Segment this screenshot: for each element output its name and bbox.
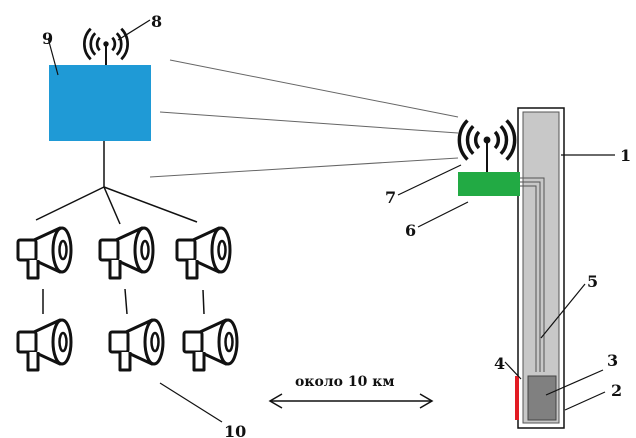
label-1: 1 xyxy=(620,146,631,165)
label-6: 6 xyxy=(405,221,416,240)
megaphone-icon xyxy=(175,226,232,280)
speaker-wiring xyxy=(35,141,205,315)
level-marker xyxy=(515,376,519,420)
label-7: 7 xyxy=(385,188,396,207)
control-unit-box xyxy=(49,65,151,141)
transmitter-box xyxy=(458,172,520,196)
distance-caption: около 10 км xyxy=(295,374,395,390)
megaphone-icon xyxy=(16,318,73,372)
label-3: 3 xyxy=(607,351,618,370)
megaphone-icon xyxy=(182,318,239,372)
label-10: 10 xyxy=(224,422,246,438)
borehole-pipe xyxy=(522,111,560,424)
label-8: 8 xyxy=(151,12,162,31)
distance-arrow xyxy=(268,393,434,409)
leader-lines xyxy=(47,19,615,423)
label-5: 5 xyxy=(587,272,598,291)
megaphone-icon xyxy=(108,318,165,372)
radio-link-lines xyxy=(149,59,459,178)
sensor-block xyxy=(527,375,557,421)
sensor-cable xyxy=(520,177,545,372)
label-2: 2 xyxy=(611,381,622,400)
megaphone-icon xyxy=(16,226,73,280)
label-9: 9 xyxy=(42,29,53,48)
megaphone-icon xyxy=(98,226,155,280)
label-4: 4 xyxy=(494,354,505,373)
